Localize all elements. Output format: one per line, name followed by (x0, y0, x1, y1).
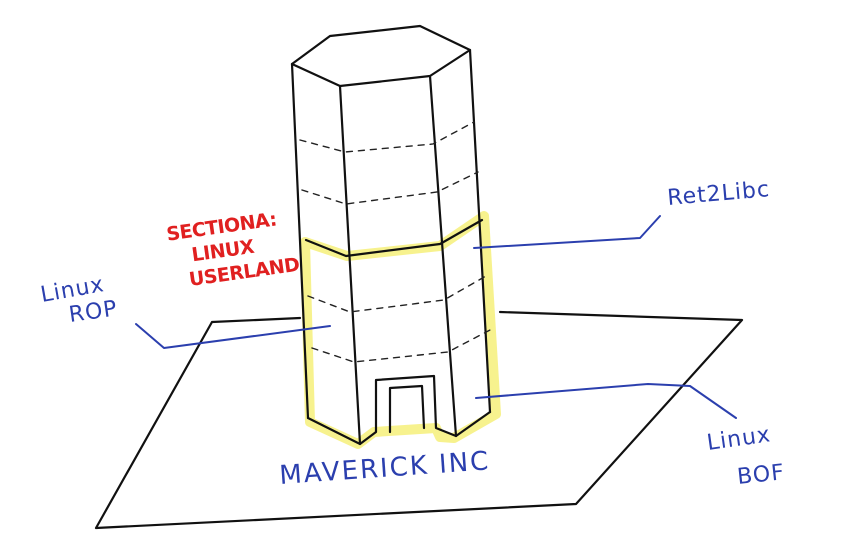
label-linux-bof-line-1: Linux (705, 422, 772, 456)
label-base: MAVERICK INC (278, 446, 491, 491)
leader-ret2libc (474, 216, 660, 248)
tower-top (292, 26, 470, 86)
leader-linux-bof (476, 384, 736, 418)
label-linux-bof-line-2: BOF (736, 460, 786, 490)
tower-edge-front-left (340, 86, 360, 444)
label-linux-rop-line-2: ROP (67, 296, 119, 328)
section-label: SECTIONA: LINUX USERLAND (165, 206, 301, 293)
floor-line-4 (312, 330, 490, 362)
floor-line-1 (300, 122, 474, 152)
floor-line-2 (302, 172, 478, 204)
floor-line-3 (308, 276, 486, 312)
label-ret2libc: Ret2Libc (666, 177, 771, 211)
leader-linux-rop (136, 324, 330, 348)
